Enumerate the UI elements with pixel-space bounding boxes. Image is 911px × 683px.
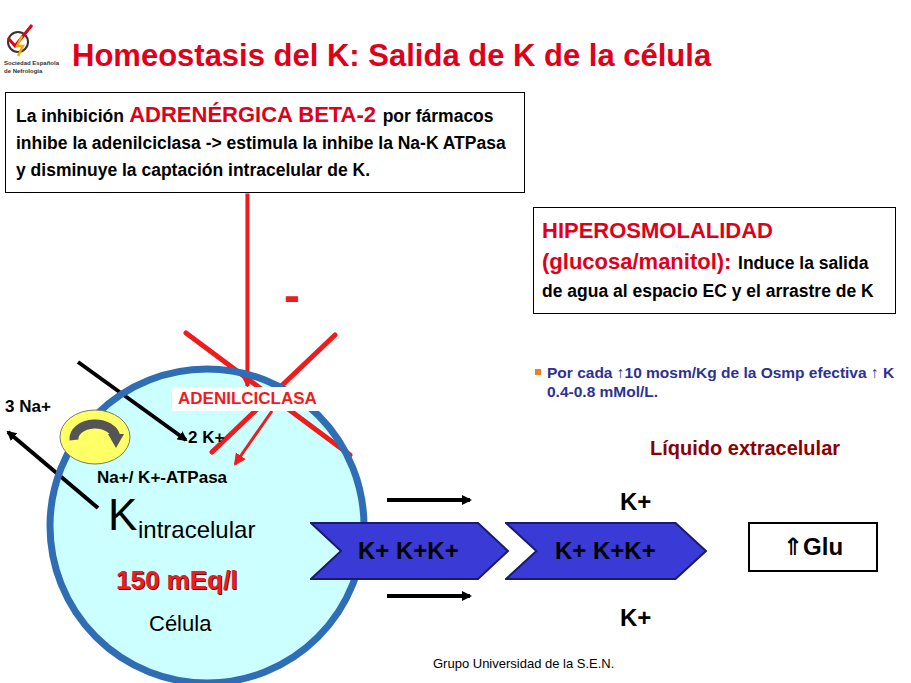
node-text: 150 mEq/l xyxy=(116,567,237,593)
inhibition-arrow xyxy=(235,411,272,464)
node-text: Na+/ K+-ATPasa xyxy=(97,468,227,488)
chevron-polygon xyxy=(506,523,706,579)
node-text: K+ K+K+ xyxy=(555,537,656,565)
text-box: HIPEROSMOLALIDAD (glucosa/manitol):Induc… xyxy=(533,207,896,314)
node-text: ADENILCICLASA xyxy=(178,389,317,409)
label: Líquido extracelular xyxy=(650,437,840,460)
label: K+ xyxy=(620,488,651,516)
node-text: K+ K+K+ xyxy=(358,537,459,565)
title: Homeostasis del K: Salida de K de la cél… xyxy=(72,38,711,74)
label: Grupo Universidad de la S.E.N. xyxy=(433,656,614,671)
label: K+ xyxy=(620,604,651,632)
text-box: La inhibiciónADRENÉRGICA BETA-2por fárma… xyxy=(5,92,525,193)
node-text: ADRENÉRGICA BETA-2 xyxy=(129,102,376,127)
node-text: Célula xyxy=(149,613,211,635)
flow-arrow xyxy=(387,498,470,502)
node-text: intracelular xyxy=(138,518,255,542)
logo xyxy=(8,25,32,56)
inhibition-arrow xyxy=(245,193,249,386)
chevron-arrow: K+ K+K+ xyxy=(505,522,708,580)
chevron-arrow: K+ K+K+ xyxy=(310,522,510,580)
pump-circle xyxy=(60,410,130,464)
pump-symbol: Na+/ K+-ATPasa xyxy=(58,408,273,496)
chevron-polygon xyxy=(311,523,508,579)
node-text: La inhibición xyxy=(16,106,124,126)
rotation-arrow xyxy=(74,424,116,440)
logo-text: Sociedad Española de Nefrología xyxy=(4,60,66,75)
label: Por cada ↑10 mosm/Kg de la Osmp efectiva… xyxy=(547,363,902,402)
node-text: ⇑Glu xyxy=(783,533,843,561)
result-box: ⇑Glu xyxy=(748,522,878,572)
bullet xyxy=(535,369,541,375)
flow-arrow xyxy=(387,594,470,598)
node-text: K xyxy=(108,493,137,537)
label: - xyxy=(284,268,300,323)
enzyme-label: ADENILCICLASA xyxy=(172,387,323,411)
rotation-arrowhead xyxy=(108,434,124,448)
label: 2 K+ xyxy=(188,428,224,448)
pump-icon xyxy=(58,408,134,468)
label: 3 Na+ xyxy=(5,397,51,417)
